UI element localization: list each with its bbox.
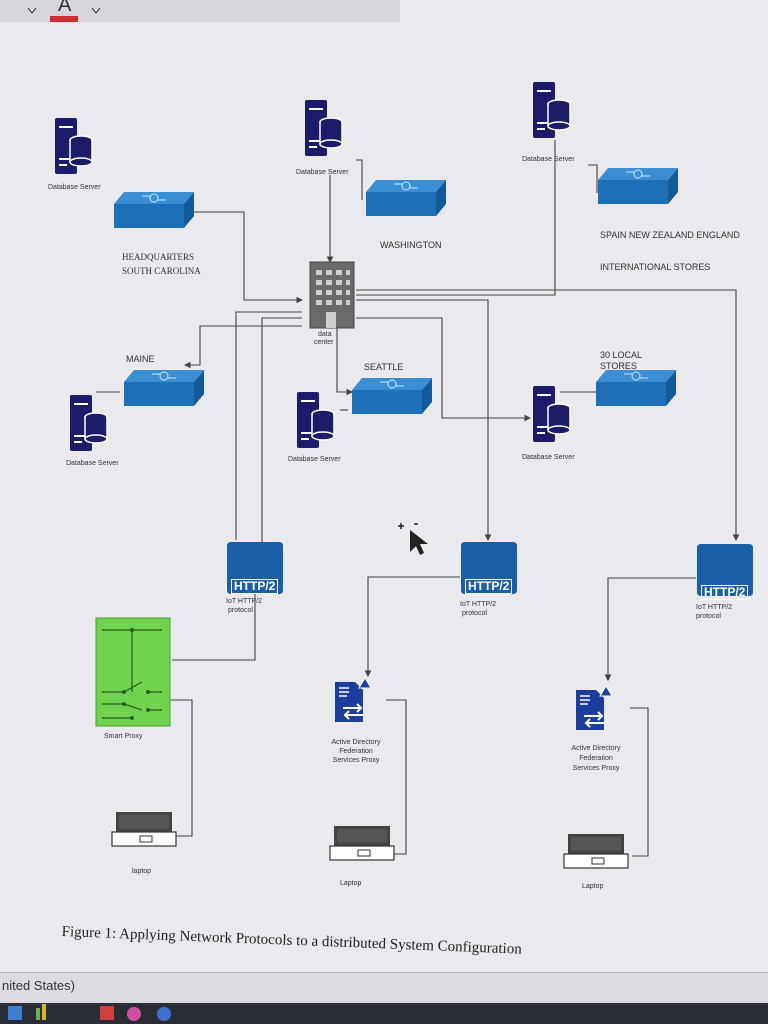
network-switch-icon xyxy=(113,191,195,229)
adfs-label-3: Services Proxy xyxy=(572,765,620,772)
smart-proxy-icon xyxy=(95,617,171,727)
iot-protocol-label-2: protocol xyxy=(462,610,487,617)
washington-label: WASHINGTON xyxy=(380,240,442,250)
iot-protocol-label-2: protocol xyxy=(228,607,253,614)
network-switch-icon xyxy=(595,369,677,407)
laptop-icon xyxy=(329,825,395,861)
iot-protocol-label: IoT HTTP/2 xyxy=(460,601,497,608)
db-maine-label: Database Server xyxy=(66,460,119,467)
database-server-icon xyxy=(532,81,571,139)
db-washington-label: Database Server xyxy=(296,169,349,176)
http2-badge: HTTP/2 xyxy=(701,585,749,600)
local-stores-label-1: 30 LOCAL xyxy=(600,350,643,360)
adfs-label-1: Active Directory xyxy=(571,745,621,752)
data-center-label-2: center xyxy=(314,339,334,346)
seattle-label: SEATTLE xyxy=(364,362,404,372)
data-center-icon xyxy=(309,261,355,329)
laptop-label: laptop xyxy=(132,868,152,875)
db-hq-label: Database Server xyxy=(48,184,101,191)
iot-protocol-label: IoT HTTP/2 xyxy=(696,604,733,611)
laptop-label: Laptop xyxy=(340,880,362,887)
db-international-label: Database Server xyxy=(522,156,575,163)
language-status[interactable]: nited States) xyxy=(2,978,75,993)
local-stores-label-2: STORES xyxy=(600,361,637,371)
data-center-label-1: data xyxy=(318,331,332,338)
mouse-cursor-icon xyxy=(398,523,428,555)
db-seattle-label: Database Server xyxy=(288,456,341,463)
adfs-proxy-icon xyxy=(334,677,372,723)
adfs-label-1: Active Directory xyxy=(331,739,381,746)
adfs-label-2: Federation xyxy=(579,755,613,762)
http2-badge: HTTP/2 xyxy=(231,579,279,594)
database-server-icon xyxy=(69,394,108,452)
iot-protocol-label: IoT HTTP/2 xyxy=(226,598,263,605)
laptop-icon xyxy=(111,811,177,847)
adfs-label-3: Services Proxy xyxy=(332,757,380,764)
database-server-icon xyxy=(304,99,343,157)
database-server-icon xyxy=(296,391,335,449)
adfs-proxy-icon xyxy=(575,685,613,731)
international-stores-label: INTERNATIONAL STORES xyxy=(600,262,711,272)
iot-protocol-label-2: protocol xyxy=(696,613,721,620)
database-server-icon xyxy=(54,117,93,175)
font-color-button[interactable]: A xyxy=(58,0,72,16)
http2-badge: HTTP/2 xyxy=(465,579,513,594)
network-switch-icon xyxy=(351,377,433,415)
network-switch-icon xyxy=(597,167,679,205)
connection-lines xyxy=(96,140,740,857)
laptop-label: Laptop xyxy=(582,883,604,890)
maine-label: MAINE xyxy=(126,354,155,364)
headquarters-label: HEADQUARTERS xyxy=(122,252,194,262)
laptop-icon xyxy=(563,833,629,869)
smart-proxy-label: Smart Proxy xyxy=(104,733,143,740)
status-bar xyxy=(0,972,768,1003)
international-countries-label: SPAIN NEW ZEALAND ENGLAND xyxy=(600,230,740,240)
db-local-label: Database Server xyxy=(522,454,575,461)
network-switch-icon xyxy=(123,369,205,407)
adfs-label-2: Federation xyxy=(339,748,373,755)
database-server-icon xyxy=(532,385,571,443)
network-switch-icon xyxy=(365,179,447,217)
south-carolina-label: SOUTH CAROLINA xyxy=(122,266,201,276)
